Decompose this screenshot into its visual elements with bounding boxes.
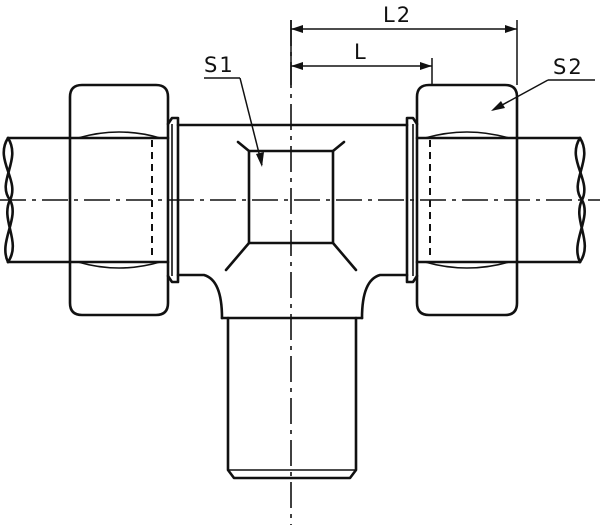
- leader-s2: [491, 79, 595, 111]
- dimension-l: [291, 58, 433, 85]
- s1-hex-flats: [224, 140, 358, 272]
- right-collar: [405, 116, 419, 284]
- dimension-l2: [290, 20, 518, 85]
- left-tube: [2, 136, 72, 264]
- right-tube: [515, 136, 587, 264]
- left-collar: [166, 116, 180, 284]
- tee-body: [176, 123, 409, 320]
- dimension-l-label: L: [354, 40, 368, 64]
- right-nut: [415, 83, 519, 317]
- dimension-l2-label: L2: [383, 3, 412, 27]
- branch-thread-end: [220, 316, 364, 480]
- s2-label: S2: [553, 55, 584, 79]
- left-nut: [68, 83, 170, 317]
- s1-label: S1: [204, 53, 235, 77]
- leader-s1: [204, 77, 264, 167]
